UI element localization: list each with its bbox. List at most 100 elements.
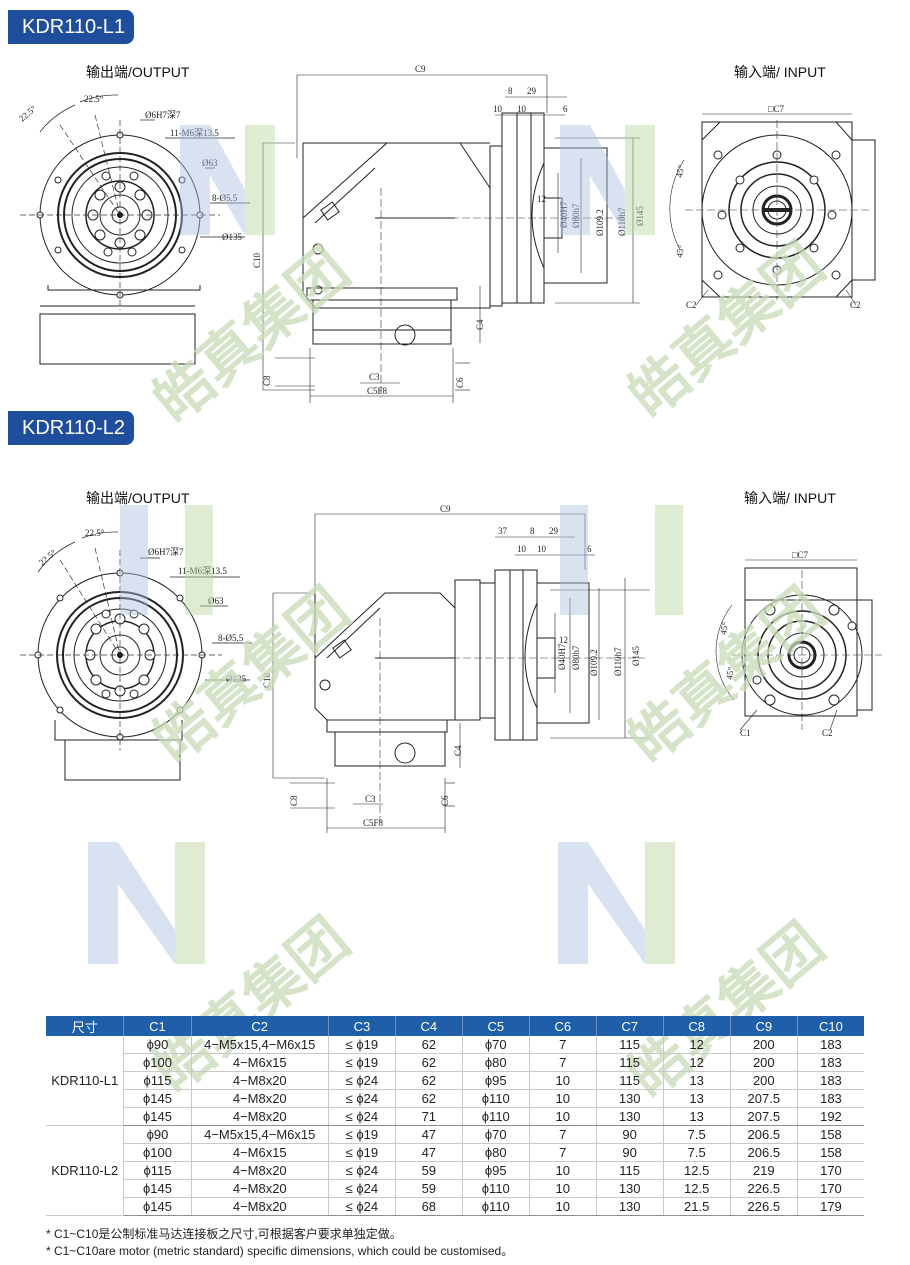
dim-dia63-l2: Ø63 — [208, 596, 224, 606]
table-cell-c10: 158 — [797, 1125, 864, 1144]
table-cell-c10: 158 — [797, 1143, 864, 1162]
dim-d145-l1: Ø145 — [635, 206, 645, 226]
table-cell-c4: 71 — [395, 1107, 463, 1126]
dim-10a-l1: 10 — [493, 104, 503, 114]
table-cell-c2: 4−M8x20 — [191, 1179, 329, 1198]
dim-c8-l1: C8 — [262, 375, 272, 386]
table-cell-c8: 12.5 — [663, 1161, 731, 1180]
table-cell-c6: 10 — [529, 1071, 597, 1090]
table-cell-c7: 115 — [596, 1161, 664, 1180]
table-cell-c6: 7 — [529, 1125, 597, 1144]
table-cell-c5: ϕ110 — [462, 1179, 530, 1198]
table-cell-c7: 90 — [596, 1143, 664, 1162]
table-cell-c5: ϕ95 — [462, 1161, 530, 1180]
dim-dia135-l2: Ø135 — [226, 674, 246, 684]
dim-d109-l2: Ø109.2 — [589, 649, 599, 676]
table-cell-c3: ≤ ϕ24 — [328, 1161, 396, 1180]
table-cell-c4: 59 — [395, 1161, 463, 1180]
table-cell-c6: 10 — [529, 1107, 597, 1126]
dim-c6-l1: C6 — [455, 377, 465, 388]
dim-d80-l2: Ø80h7 — [571, 645, 581, 670]
dim-29-l1: 29 — [527, 86, 537, 96]
dim-angle-1-l1: 22.5° — [17, 103, 39, 123]
table-cell-c1: ϕ145 — [123, 1179, 192, 1198]
dim-c2-l2: C2 — [822, 728, 833, 738]
dim-d109-l1: Ø109.2 — [595, 209, 605, 236]
table-cell-c1: ϕ145 — [123, 1089, 192, 1108]
table-cell-c9: 207.5 — [730, 1089, 798, 1108]
table-cell-c4: 47 — [395, 1143, 463, 1162]
table-cell-c2: 4−M8x20 — [191, 1197, 329, 1216]
table-cell-c3: ≤ ϕ19 — [328, 1143, 396, 1162]
dim-6-l2: 6 — [587, 544, 592, 554]
table-cell-c2: 4−M8x20 — [191, 1107, 329, 1126]
table-cell-c7: 115 — [596, 1053, 664, 1072]
dim-angle-2-l1: 22.5° — [84, 94, 104, 104]
dim-dia135-l1: Ø135 — [222, 232, 242, 242]
table-cell-c9: 200 — [730, 1036, 798, 1054]
dim-10b-l1: 10 — [517, 104, 527, 114]
table-cell-c9: 206.5 — [730, 1125, 798, 1144]
table-cell-c3: ≤ ϕ19 — [328, 1036, 396, 1054]
table-cell-c10: 183 — [797, 1036, 864, 1054]
header-c4: C4 — [395, 1016, 463, 1036]
table-cell-c1: ϕ145 — [123, 1197, 192, 1216]
dim-d40-l2: Ø40H7 — [557, 643, 567, 670]
footnote-en: * C1~C10are motor (metric standard) spec… — [46, 1244, 514, 1258]
table-cell-c9: 226.5 — [730, 1197, 798, 1216]
table-cell-c1: ϕ90 — [123, 1125, 192, 1144]
table-cell-c10: 183 — [797, 1053, 864, 1072]
dim-c9-l2: C9 — [440, 504, 451, 514]
dim-c10-l1: C10 — [252, 252, 262, 268]
table-cell-c1: ϕ115 — [123, 1161, 192, 1180]
table-cell-c1: ϕ90 — [123, 1036, 192, 1054]
dim-d110-l1: Ø110h7 — [617, 207, 627, 236]
dim-12-l1: 12 — [537, 194, 546, 204]
table-cell-c6: 10 — [529, 1161, 597, 1180]
input-label-l1: 输入端/ INPUT — [734, 64, 826, 80]
table-cell-c8: 7.5 — [663, 1143, 731, 1162]
table-cell-c6: 7 — [529, 1053, 597, 1072]
dim-d80-l1: Ø80h7 — [571, 203, 581, 228]
table-cell-c10: 170 — [797, 1179, 864, 1198]
input-label-l2: 输入端/ INPUT — [744, 490, 836, 506]
table-cell-c2: 4−M5x15,4−M6x15 — [191, 1036, 329, 1054]
dim-12-l2: 12 — [559, 635, 568, 645]
table-cell-c6: 7 — [529, 1036, 597, 1054]
side-view-l1: C9 8 29 10 10 6 C10 12 Ø40H7 Ø80h7 Ø109.… — [252, 64, 645, 403]
table-cell-c9: 219 — [730, 1161, 798, 1180]
dim-d145-l2: Ø145 — [631, 646, 641, 666]
table-cell-c7: 130 — [596, 1089, 664, 1108]
table-cell-c7: 130 — [596, 1179, 664, 1198]
dim-dia63-l1: Ø63 — [202, 158, 218, 168]
table-cell-c3: ≤ ϕ24 — [328, 1089, 396, 1108]
table-cell-c5: ϕ70 — [462, 1036, 530, 1054]
output-end-view-l1: 22.5° 22.5° Ø6H7深7 11-M6深13.5 Ø63 8-Ø5.5… — [17, 94, 250, 365]
output-label-l2: 输出端/OUTPUT — [86, 490, 190, 506]
dim-c4-l2: C4 — [453, 745, 463, 756]
table-cell-c2: 4−M8x20 — [191, 1089, 329, 1108]
dim-d110-l2: Ø110h7 — [613, 647, 623, 676]
dim-c4-l1: C4 — [475, 319, 485, 330]
header-size: 尺寸 — [46, 1016, 125, 1036]
header-c2: C2 — [191, 1016, 329, 1036]
dim-c6-l2: C6 — [440, 795, 450, 806]
dim-d40-l1: Ø40H7 — [559, 201, 569, 228]
table-cell-c3: ≤ ϕ24 — [328, 1197, 396, 1216]
table-cell-c4: 62 — [395, 1089, 463, 1108]
dim-c9-l1: C9 — [415, 64, 426, 74]
dim-8-l1: 8 — [508, 86, 513, 96]
input-end-view-l2: □C7 45° 45° C1 C2 — [715, 550, 882, 738]
table-cell-c3: ≤ ϕ24 — [328, 1107, 396, 1126]
table-cell-c8: 7.5 — [663, 1125, 731, 1144]
dim-c7-l1: □C7 — [768, 104, 784, 114]
table-cell-c7: 115 — [596, 1036, 664, 1054]
footnote-cn: * C1~C10是公制标准马达连接板之尺寸,可根据客户要求单独定做。 — [46, 1227, 402, 1241]
table-cell-c4: 47 — [395, 1125, 463, 1144]
dim-29-l2: 29 — [549, 526, 559, 536]
table-model-cell: KDR110-L1 — [46, 1036, 125, 1126]
table-cell-c4: 59 — [395, 1179, 463, 1198]
